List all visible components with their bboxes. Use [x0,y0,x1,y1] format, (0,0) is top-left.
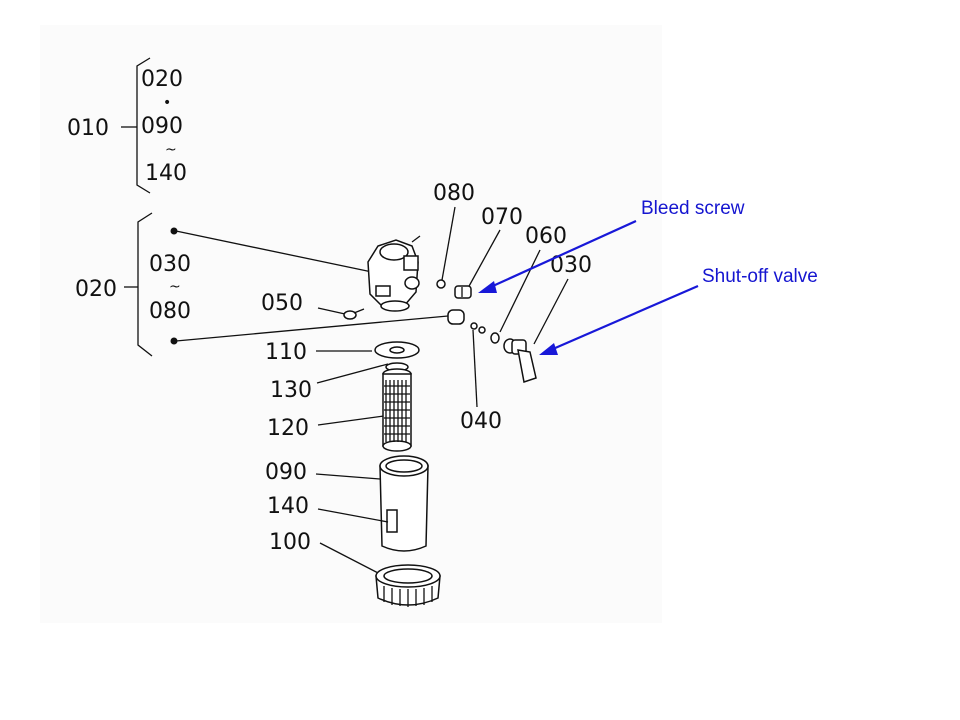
bleed-screw-070-part [454,285,472,299]
callout-shutoff-valve: Shut-off valve [702,266,818,287]
leader-120 [317,415,385,426]
dot-lower [170,337,178,345]
leader-050 [317,307,346,315]
range-mark-2: ~ [165,142,177,158]
arrow-shutoff-valve [545,284,699,354]
label-060: 060 [525,224,567,249]
bowl-090-part [379,455,429,552]
label-010: 010 [67,116,109,141]
fitting-040-part [447,309,486,334]
label-070: 070 [481,205,523,230]
label-040: 040 [460,409,502,434]
leader-100 [319,542,383,576]
leader-070 [467,229,501,289]
dot-upper [170,227,178,235]
arrow-bleed-screw [483,219,637,292]
label-080: 080 [433,181,475,206]
leader-upper [175,230,373,273]
filter-element-120-part [382,368,412,452]
label-050: 050 [261,291,303,316]
arrowhead-shutoff-valve [539,343,558,355]
label-030-sub: 030 [149,252,191,277]
leader-lower [175,315,449,342]
label-130: 130 [270,378,312,403]
washer-080-part [436,279,446,289]
ring-nut-100-part [375,564,441,607]
range-mark-1: • [163,95,171,111]
leader-080 [441,206,456,281]
label-110: 110 [265,340,307,365]
bracket-010 [136,57,151,194]
label-020-sub: 020 [141,67,183,92]
label-120: 120 [267,416,309,441]
shutoff-valve-030-part [503,338,537,383]
leader-030 [533,278,569,345]
oring-060-part [490,332,500,344]
label-020-group: 020 [75,277,117,302]
leader-130 [316,363,389,384]
label-080-sub: 080 [149,299,191,324]
range-mark-3: ~ [169,279,181,295]
callout-bleed-screw: Bleed screw [641,198,745,219]
screw-050-part [343,308,365,320]
label-100: 100 [269,530,311,555]
bracket-020 [137,212,153,357]
arrowhead-bleed-screw [478,281,497,293]
label-140-sub: 140 [145,161,187,186]
leader-040 [472,329,478,408]
leader-140 [317,508,389,523]
label-090: 090 [265,460,307,485]
gasket-110-part [374,341,420,359]
filter-head-part [367,235,421,312]
label-090-sub: 090 [141,114,183,139]
label-140: 140 [267,494,309,519]
drawing-plate [40,25,662,623]
leader-090 [315,473,381,480]
leader-060 [499,249,541,333]
